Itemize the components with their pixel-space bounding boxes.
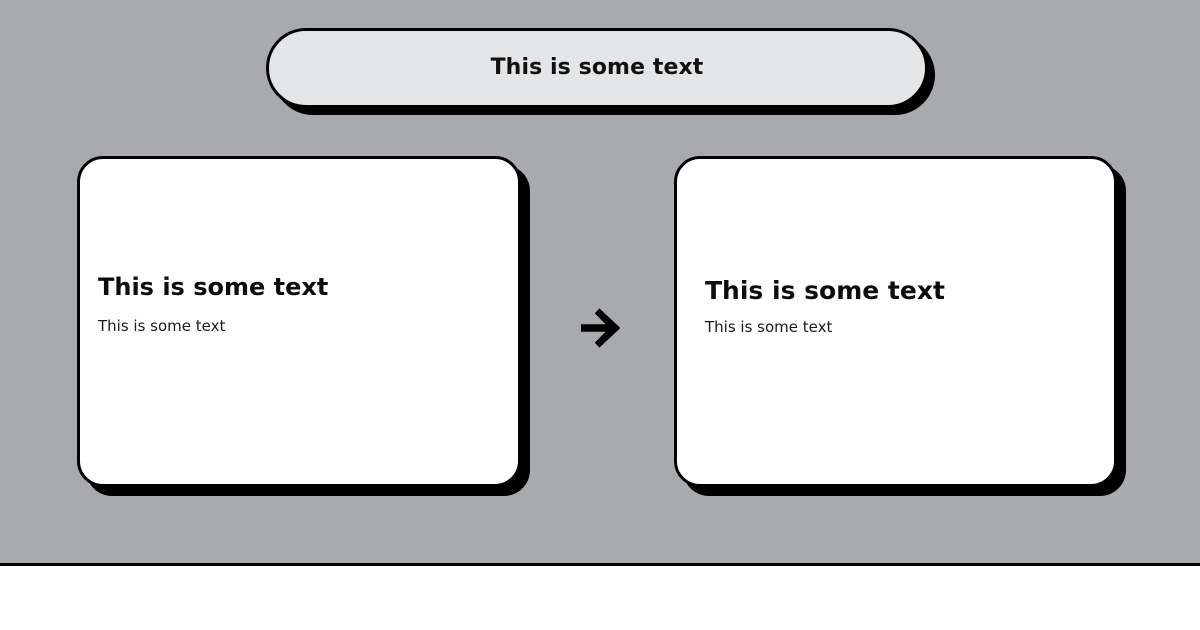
banner-pill-label: This is some text xyxy=(490,55,704,80)
card-right-text: This is some text xyxy=(705,318,833,336)
card-right[interactable]: This is some text This is some text xyxy=(674,156,1117,487)
card-right-title: This is some text xyxy=(705,276,945,305)
card-right-body: This is some text This is some text xyxy=(677,159,1114,484)
card-left-title: This is some text xyxy=(98,273,329,301)
card-left[interactable]: This is some text This is some text xyxy=(77,156,521,487)
banner-pill[interactable]: This is some text xyxy=(266,28,928,108)
card-left-body: This is some text This is some text xyxy=(80,159,518,484)
card-left-text: This is some text xyxy=(98,317,226,335)
canvas-footer-area xyxy=(0,566,1200,630)
arrow-right-icon xyxy=(581,308,621,348)
canvas-bottom-divider xyxy=(0,563,1200,566)
